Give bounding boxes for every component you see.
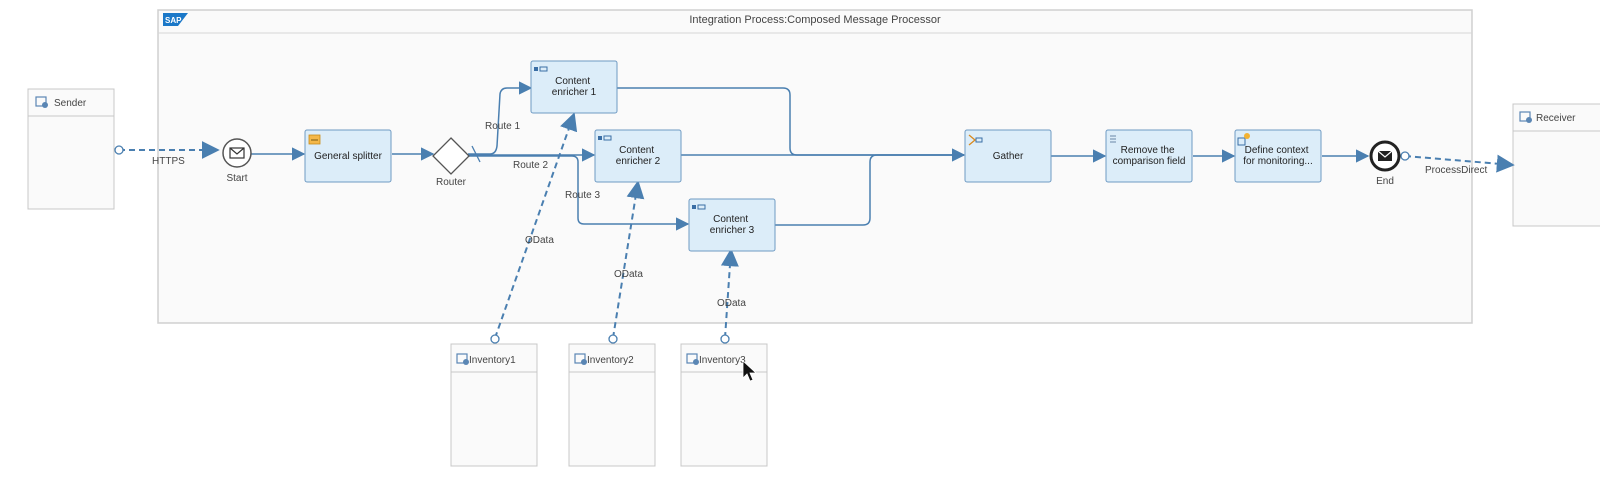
default-route-marker bbox=[471, 145, 481, 163]
sender-participant[interactable]: Sender bbox=[27, 88, 115, 210]
route-3-flow bbox=[468, 155, 690, 231]
inventory1-participant[interactable]: Inventory1 bbox=[450, 343, 538, 467]
enricher-icon bbox=[534, 66, 548, 72]
process-direct-channel-label: ProcessDirect bbox=[1425, 165, 1487, 176]
content-enricher-1-step[interactable]: Content enricher 1 bbox=[530, 60, 618, 114]
sender-label: Sender bbox=[54, 98, 87, 109]
odata-flow-3[interactable] bbox=[720, 248, 739, 339]
gather-icon bbox=[968, 134, 983, 146]
inventory2-label: Inventory2 bbox=[587, 355, 634, 366]
splitter-icon bbox=[308, 134, 321, 145]
script-icon bbox=[1237, 133, 1250, 146]
inventory3-participant[interactable]: Inventory3 bbox=[680, 343, 768, 467]
https-channel-label: HTTPS bbox=[152, 156, 185, 167]
participant-icon bbox=[35, 96, 48, 108]
sap-logo: SAP bbox=[163, 13, 188, 26]
sap-logo-text: SAP bbox=[165, 16, 182, 25]
sequence-flows bbox=[251, 81, 1370, 231]
participant-icon bbox=[456, 353, 469, 365]
start-event[interactable]: Start bbox=[222, 138, 252, 184]
route-3-label: Route 3 bbox=[565, 190, 600, 201]
route-1-flow bbox=[468, 81, 533, 155]
inventory3-label: Inventory3 bbox=[699, 355, 746, 366]
process-title: Integration Process:Composed Message Pro… bbox=[689, 14, 941, 26]
odata-channel-1-label: OData bbox=[525, 235, 554, 246]
gather-step[interactable]: Gather bbox=[964, 129, 1052, 183]
mouse-cursor-icon bbox=[742, 360, 758, 382]
general-splitter-step[interactable]: General splitter bbox=[304, 129, 392, 183]
process-direct-message-flow[interactable] bbox=[1404, 154, 1515, 173]
define-context-step[interactable]: Define context for monitoring... bbox=[1234, 129, 1322, 183]
end-label: End bbox=[1376, 176, 1394, 187]
inventory1-label: Inventory1 bbox=[469, 355, 516, 366]
receiver-participant[interactable]: Receiver bbox=[1512, 103, 1600, 227]
route-1-label: Route 1 bbox=[485, 121, 520, 132]
route-2-label: Route 2 bbox=[513, 160, 548, 171]
router-gateway[interactable]: Router bbox=[432, 137, 470, 188]
general-splitter-label: General splitter bbox=[314, 151, 382, 162]
receiver-label: Receiver bbox=[1536, 113, 1576, 124]
content-modifier-icon bbox=[1110, 135, 1116, 143]
message-flow-endpoints bbox=[114, 145, 1410, 344]
odata-flow-2[interactable] bbox=[612, 180, 645, 339]
start-label: Start bbox=[226, 173, 247, 184]
inventory2-participant[interactable]: Inventory2 bbox=[568, 343, 656, 467]
content-enricher-2-label: Content enricher 2 bbox=[616, 145, 661, 167]
enricher-icon bbox=[692, 204, 706, 210]
odata-channel-3-label: OData bbox=[717, 298, 746, 309]
end-event[interactable]: End bbox=[1369, 140, 1401, 187]
envelope-filled-icon bbox=[1377, 150, 1393, 161]
participant-icon bbox=[574, 353, 587, 365]
define-context-label: Define context for monitoring... bbox=[1243, 145, 1312, 167]
content-enricher-3-step[interactable]: Content enricher 3 bbox=[688, 198, 776, 252]
content-enricher-1-label: Content enricher 1 bbox=[552, 76, 597, 98]
message-flows bbox=[119, 112, 1515, 339]
envelope-icon bbox=[229, 147, 245, 159]
participant-icon bbox=[686, 353, 699, 365]
remove-comparison-field-label: Remove the comparison field bbox=[1113, 145, 1186, 167]
remove-comparison-field-step[interactable]: Remove the comparison field bbox=[1105, 129, 1193, 183]
odata-channel-2-label: OData bbox=[614, 269, 643, 280]
content-enricher-3-label: Content enricher 3 bbox=[710, 214, 755, 236]
flow-labels: HTTPS ProcessDirect Route 1 Route 2 Rout… bbox=[152, 121, 1487, 309]
enricher-icon bbox=[598, 135, 612, 141]
gather-label: Gather bbox=[993, 151, 1024, 162]
router-label: Router bbox=[436, 177, 467, 188]
content-enricher-2-step[interactable]: Content enricher 2 bbox=[594, 129, 682, 183]
participant-icon bbox=[1519, 111, 1532, 123]
